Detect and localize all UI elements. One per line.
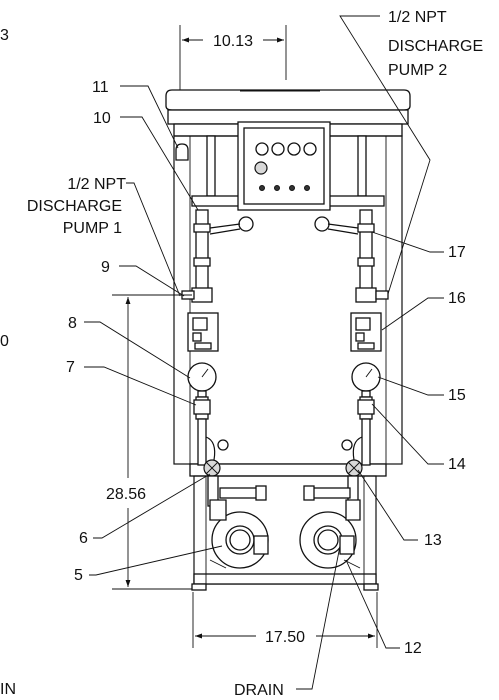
control-panel <box>237 121 331 211</box>
callout-6: 6 <box>79 530 88 547</box>
callout-8: 8 <box>68 315 77 332</box>
callouts: 11 10 9 8 7 6 5 17 16 15 14 13 12 <box>66 79 466 657</box>
edge-fragment-mid: 0 <box>0 333 9 350</box>
callout-17: 17 <box>448 244 466 261</box>
callout-13: 13 <box>424 532 442 549</box>
note-pump1-line2: DISCHARGE <box>27 198 122 215</box>
note-pump2-line2: DISCHARGE <box>388 38 483 55</box>
edge-fragment-bottom: IN <box>0 681 16 698</box>
pump1-assembly <box>181 209 269 569</box>
dimension-top-width: 10.13 <box>213 33 253 50</box>
base-frame <box>189 463 387 591</box>
callout-5: 5 <box>74 567 83 584</box>
callout-12: 12 <box>404 640 422 657</box>
lid-latch <box>175 143 189 161</box>
note-pump2-line3: PUMP 2 <box>388 62 447 79</box>
dimension-bottom: 17.50 <box>192 592 378 648</box>
note-discharge-pump2: 1/2 NPT DISCHARGE PUMP 2 <box>388 9 483 79</box>
note-discharge-pump1: 1/2 NPT DISCHARGE PUMP 1 <box>27 176 126 237</box>
dimension-top: 10.13 <box>179 25 287 90</box>
note-pump1-line1: 1/2 NPT <box>67 176 126 193</box>
note-pump2-line1: 1/2 NPT <box>388 9 447 26</box>
callout-9: 9 <box>101 259 110 276</box>
cabinet-lid <box>165 89 411 137</box>
callout-15: 15 <box>448 387 466 404</box>
callout-7: 7 <box>66 359 75 376</box>
dimension-height: 28.56 <box>106 294 192 590</box>
dimension-bottom-width: 17.50 <box>265 629 305 646</box>
note-pump1-line3: PUMP 1 <box>63 220 122 237</box>
callout-16: 16 <box>448 290 466 307</box>
leader-lines <box>84 15 444 690</box>
pump2-assembly <box>299 209 389 569</box>
callout-11: 11 <box>92 79 109 96</box>
panel-connectors <box>209 216 359 235</box>
callout-14: 14 <box>448 456 466 473</box>
dimension-height-value: 28.56 <box>106 486 146 503</box>
note-drain: DRAIN <box>234 682 284 699</box>
callout-10: 10 <box>93 110 111 127</box>
edge-fragment-top: 3 <box>0 27 9 44</box>
